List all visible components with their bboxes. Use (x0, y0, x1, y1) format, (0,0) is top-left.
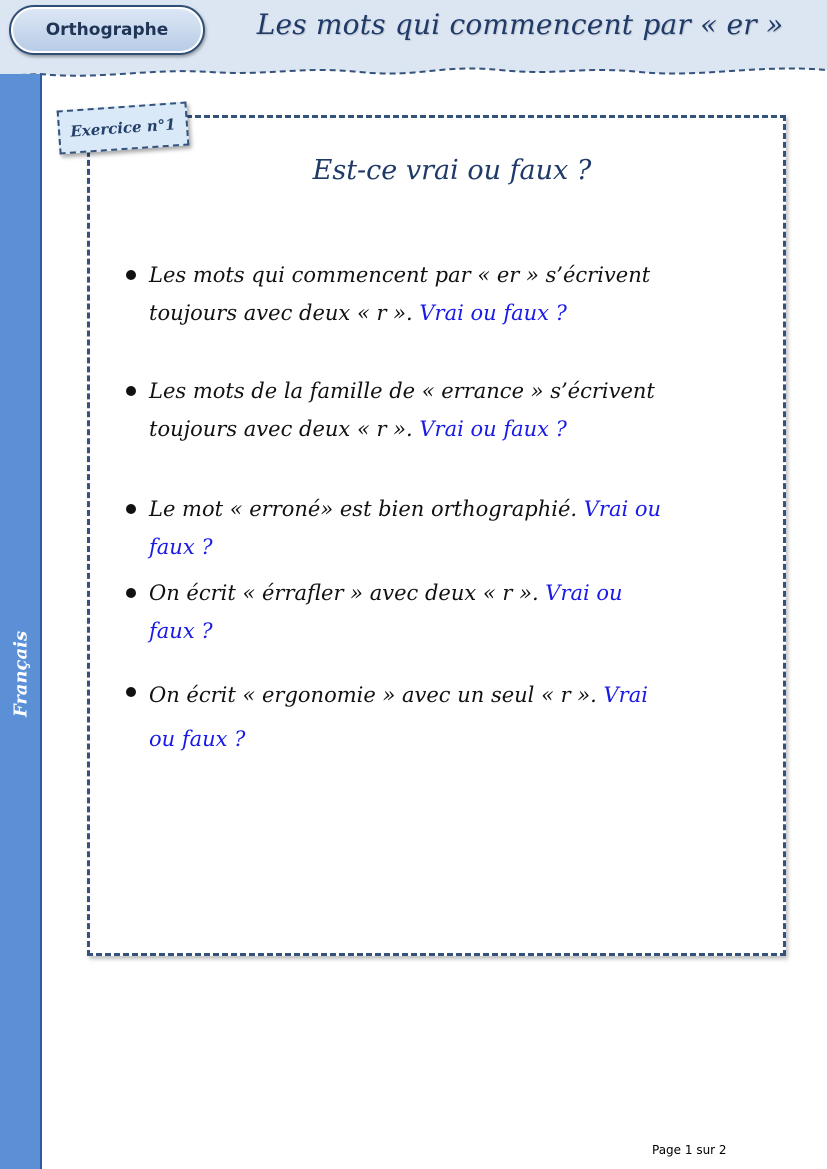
bullet-icon (126, 687, 136, 697)
bullet-icon (126, 386, 136, 396)
question-item: On écrit « ergonomie » avec un seul « r … (123, 673, 668, 761)
true-false-prompt: Vrai ou faux ? (149, 683, 648, 751)
question-text: Les mots qui commencent par « er » s’écr… (149, 263, 651, 325)
wavy-banner-shape (0, 0, 827, 77)
true-false-prompt: Vrai ou faux ? (149, 497, 662, 559)
bullet-icon (126, 270, 136, 280)
subject-label: Orthographe (45, 20, 169, 40)
true-false-prompt: Vrai ou faux ? (149, 581, 623, 643)
exercise-heading: Est-ce vrai ou faux ? (312, 155, 592, 186)
true-false-prompt: Vrai ou faux ? (419, 417, 567, 441)
question-item: Les mots qui commencent par « er » s’écr… (123, 256, 668, 332)
sidebar-label: Français (10, 630, 32, 718)
sidebar: Français (0, 74, 42, 1169)
exercise-tag-label: Exercice n°1 (69, 115, 177, 141)
question-text: On écrit « érrafler » avec deux « r ». (149, 581, 546, 605)
exercise-tag: Exercice n°1 (56, 101, 190, 155)
bullet-icon (126, 588, 136, 598)
question-text: Les mots de la famille de « errance » s’… (149, 379, 655, 441)
page-title: Les mots qui commencent par « er » (256, 8, 784, 41)
header-band (0, 0, 827, 90)
page-number: Page 1 sur 2 (652, 1143, 727, 1157)
question-item: Le mot « erroné» est bien orthographié. … (123, 490, 668, 566)
true-false-prompt: Vrai ou faux ? (419, 301, 567, 325)
exercise-frame (87, 115, 786, 956)
subject-badge: Orthographe (9, 5, 205, 55)
question-item: On écrit « érrafler » avec deux « r ». V… (123, 574, 668, 650)
bullet-icon (126, 504, 136, 514)
question-item: Les mots de la famille de « errance » s’… (123, 372, 668, 448)
question-text: Le mot « erroné» est bien orthographié. (149, 497, 584, 521)
question-text: On écrit « ergonomie » avec un seul « r … (149, 683, 604, 707)
